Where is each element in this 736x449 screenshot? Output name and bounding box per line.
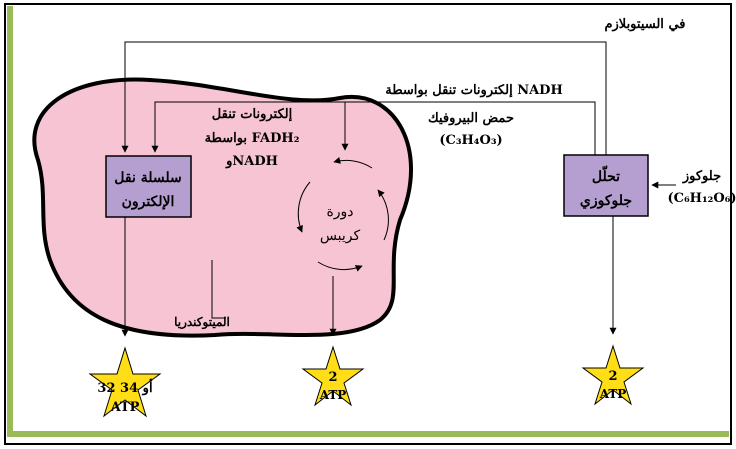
glycolysis-label-line1: تحلّل xyxy=(592,165,620,185)
glycolysis-label-line2: جلوكوزي xyxy=(580,193,632,209)
cytoplasm-label: في السيتوبلازم xyxy=(604,17,685,32)
nadh-line xyxy=(151,101,596,155)
star-glycolysis-atp xyxy=(581,344,645,406)
krebs-label-line1: دورة xyxy=(326,204,353,220)
mitochondria-leader-line xyxy=(211,260,226,319)
krebs-cycle-arc-bottom xyxy=(317,261,363,272)
etc-label-line1: سلسلة نقل xyxy=(114,170,181,186)
pyruvic-formula-label: (C₃H₄O₃) xyxy=(439,133,502,148)
mitochondria-label: الميتوكندريا xyxy=(174,315,230,330)
cytoplasm-line xyxy=(121,41,607,155)
nadh-transport-label: إلكترونات تنقل بواسطة NADH xyxy=(385,83,563,98)
glycolysis-box xyxy=(563,154,649,217)
fadh-label-line1: إلكترونات تنقل xyxy=(212,107,293,122)
star-glycolysis-text-line2: ATP xyxy=(599,387,627,401)
krebs-cycle-arc-top xyxy=(333,157,373,169)
glucose-label: جلوكوز xyxy=(682,169,721,184)
krebs-cycle-arc-left xyxy=(296,181,311,233)
mitochondria-shape xyxy=(32,77,413,338)
star-etc-atp xyxy=(88,346,162,418)
fadh-label-line2: بواسطة FADH₂ xyxy=(205,131,300,146)
green-border-bottom xyxy=(7,431,729,437)
outer-frame xyxy=(4,3,732,445)
star-krebs-text-line1: 2 xyxy=(328,370,337,385)
star-etc-text-line2: ATP xyxy=(110,400,140,415)
star-glycolysis-text-line1: 2 xyxy=(608,369,617,384)
krebs-cycle-arc-right xyxy=(377,189,389,241)
green-border-left xyxy=(7,6,13,436)
krebs-label-line2: كريبس xyxy=(320,228,361,244)
etc-label-line2: الإلكترون xyxy=(122,194,175,211)
pyruvic-acid-label: حمض البيروفيك xyxy=(428,111,514,126)
star-krebs-text-line2: ATP xyxy=(319,388,347,402)
fadh-label-line3: وNADH xyxy=(225,154,278,169)
star-krebs-atp xyxy=(301,345,365,407)
etc-box xyxy=(105,155,192,218)
glucose-formula-label: (C₆H₁₂O₆) xyxy=(667,191,736,206)
star-etc-text-line1: 32 أو 34 xyxy=(97,379,153,396)
